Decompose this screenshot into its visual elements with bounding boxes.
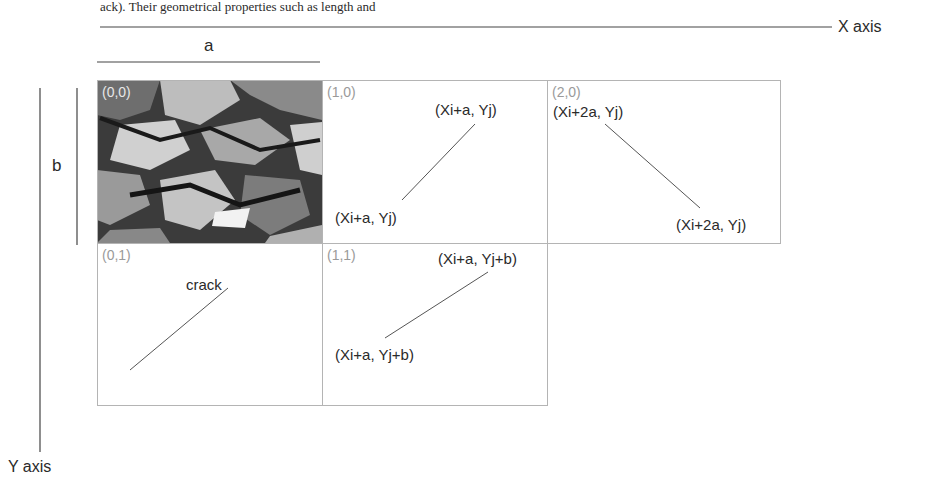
y-axis-line [39,88,40,452]
dimension-line [97,61,320,62]
cell-index: (1,0) [327,84,356,100]
grid-cell: (2,0) (Xi+2a, Yj) (Xi+2a, Yj) [547,80,781,244]
grid-cell: (1,0) (Xi+a, Yj) (Xi+a, Yj) [322,80,548,244]
coordinate-label: (Xi+2a, Yj) [553,103,623,120]
grid-cell: (0,1) crack [97,243,323,406]
coordinate-label: (Xi+a, Yj) [335,209,397,226]
crack-line [385,272,488,338]
cell-index: (0,0) [102,84,131,100]
dimension-label: b [52,156,61,176]
coordinate-label: (Xi+2a, Yj) [676,216,746,233]
cropped-text: ack). Their geometrical properties such … [100,0,376,15]
axis-label: X axis [838,18,882,36]
crack-line [402,124,475,200]
coordinate-label: (Xi+a, Yj+b) [335,346,414,363]
cell-index: (0,1) [102,247,131,263]
crack-label: crack [186,276,222,293]
dimension-line [76,88,77,245]
rock-photo [97,80,322,243]
dimension-label: a [204,36,213,56]
grid-cell: (0,0) [97,80,323,244]
crack-line [130,288,228,370]
crack-line [605,124,700,208]
coordinate-label: (Xi+a, Yj) [435,101,497,118]
x-axis-line [100,26,832,27]
cell-index: (2,0) [552,84,581,100]
coordinate-label: (Xi+a, Yj+b) [438,250,517,267]
axis-label: Y axis [8,458,51,476]
grid-cell: (1,1) (Xi+a, Yj+b) (Xi+a, Yj+b) [322,243,548,406]
cell-index: (1,1) [327,247,356,263]
